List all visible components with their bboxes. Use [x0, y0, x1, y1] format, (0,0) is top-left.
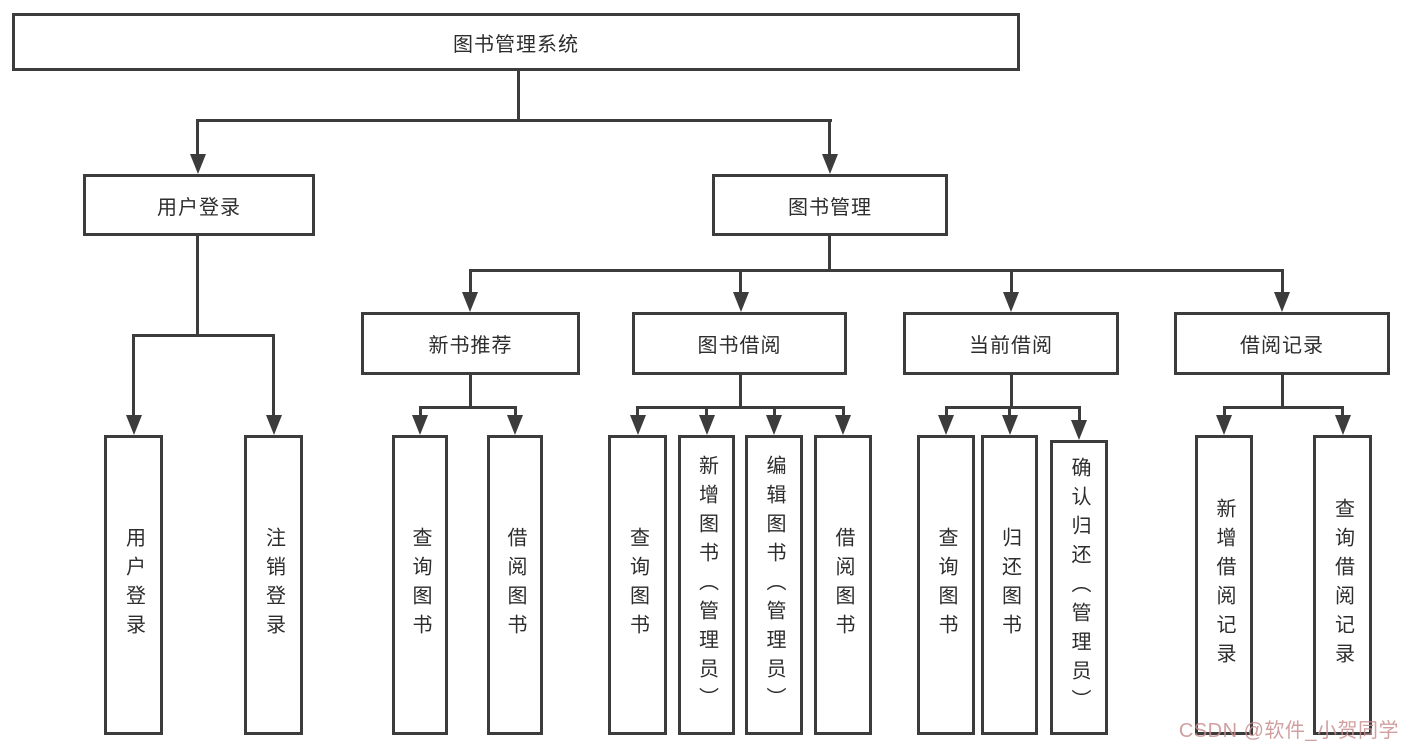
connector-level2-horizontal: [196, 118, 832, 122]
arrow-to-borrowing-records: [1274, 270, 1290, 312]
node-leaf-add-books-admin: 新增图书（管理员）: [678, 435, 735, 735]
connector-root-stub: [516, 71, 520, 120]
arrow-to-add-books: [698, 407, 715, 435]
connector-new-book-stub: [468, 375, 472, 407]
node-leaf-confirm-return-admin: 确认归还（管理员）: [1050, 440, 1108, 735]
node-book-management: 图书管理: [712, 174, 948, 236]
arrow-to-borrow-books-2: [835, 407, 851, 435]
arrow-to-query-books-2: [629, 407, 646, 435]
connector-current-borrowing-stub: [1009, 375, 1013, 407]
node-leaf-edit-books-admin: 编辑图书（管理员）: [745, 435, 803, 735]
connector-user-login-horizontal: [132, 333, 275, 337]
arrow-to-book-borrowing: [732, 270, 749, 312]
node-leaf-add-borrow-record: 新增借阅记录: [1195, 435, 1253, 735]
node-leaf-borrow-books-2: 借阅图书: [814, 435, 872, 735]
connector-book-management-stub: [828, 236, 831, 270]
connector-current-borrowing-horizontal: [944, 405, 1081, 409]
arrow-to-leaf-user-login: [125, 335, 142, 435]
csdn-watermark: CSDN @软件_小贺同学: [1178, 720, 1399, 742]
node-leaf-user-login: 用户登录: [104, 435, 163, 735]
arrow-to-leaf-logout: [265, 335, 282, 435]
node-book-borrowing: 图书借阅: [632, 312, 847, 375]
node-leaf-query-books-3: 查询图书: [917, 435, 975, 735]
arrow-to-add-borrow-record: [1216, 407, 1232, 435]
arrow-to-new-book-recommendation: [462, 270, 478, 312]
arrow-to-query-books-1: [412, 407, 428, 435]
node-borrowing-records: 借阅记录: [1174, 312, 1390, 375]
node-leaf-query-borrow-record: 查询借阅记录: [1313, 435, 1372, 735]
node-leaf-return-books: 归还图书: [981, 435, 1038, 735]
arrow-to-book-management: [821, 120, 838, 174]
arrow-to-borrow-books-1: [507, 407, 523, 435]
arrow-to-confirm-return: [1071, 407, 1087, 440]
connector-borrowing-records-stub: [1280, 375, 1284, 407]
node-library-management-system: 图书管理系统: [12, 13, 1020, 71]
connector-book-borrowing-stub: [739, 375, 742, 407]
arrow-to-return-books: [1001, 407, 1018, 435]
arrow-to-query-books-3: [938, 407, 954, 435]
arrow-to-edit-books: [766, 407, 782, 435]
connector-book-borrowing-horizontal: [636, 405, 845, 409]
connector-new-book-horizontal: [418, 405, 517, 409]
node-user-login: 用户登录: [83, 174, 315, 236]
node-current-borrowing: 当前借阅: [903, 312, 1119, 375]
connector-user-login-stub: [196, 236, 199, 335]
connector-level3-horizontal: [468, 268, 1284, 272]
connector-borrowing-records-horizontal: [1222, 405, 1344, 409]
arrow-to-user-login: [189, 120, 206, 174]
node-leaf-query-books-2: 查询图书: [608, 435, 667, 735]
arrow-to-query-borrow-record: [1334, 407, 1351, 435]
node-leaf-logout: 注销登录: [244, 435, 303, 735]
arrow-to-current-borrowing: [1003, 270, 1019, 312]
node-leaf-query-books-1: 查询图书: [392, 435, 448, 735]
node-leaf-borrow-books-1: 借阅图书: [487, 435, 543, 735]
node-new-book-recommendation: 新书推荐: [361, 312, 580, 375]
